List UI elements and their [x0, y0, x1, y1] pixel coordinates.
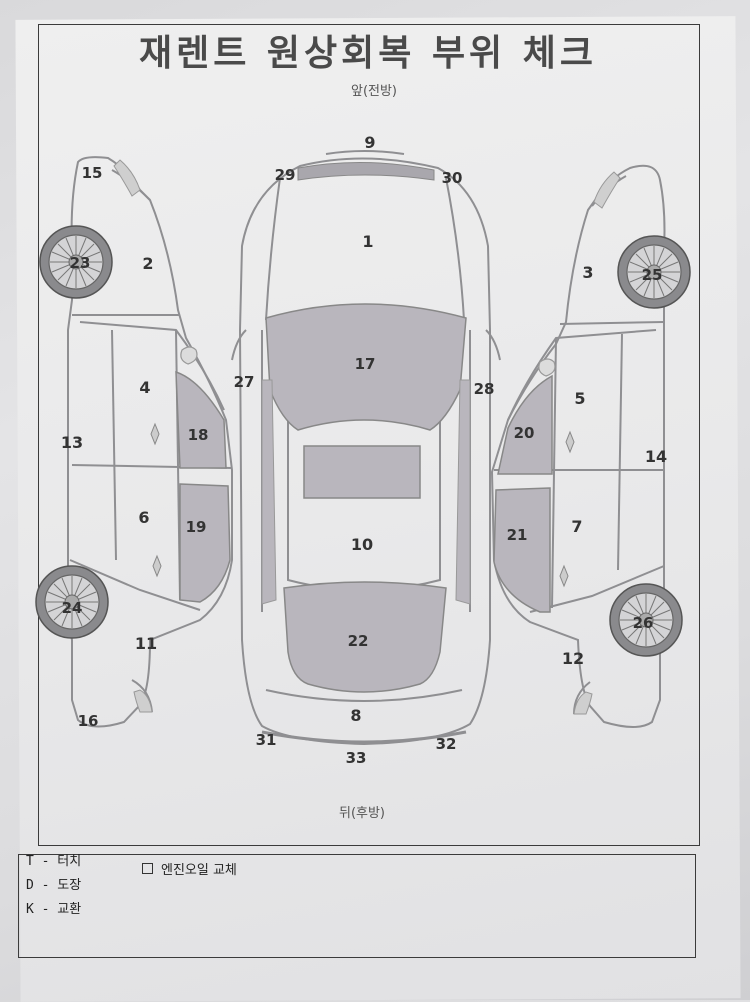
- left-taillight: [133, 689, 153, 713]
- left-front-door-handle: [150, 422, 160, 446]
- part-number: 5: [574, 389, 585, 408]
- legend-item: K - 교환: [26, 902, 82, 917]
- part-number: 18: [188, 426, 209, 444]
- diagram-frame: [38, 24, 700, 846]
- part-number: 3: [582, 263, 593, 282]
- legend-frame: [18, 854, 696, 958]
- right-mirror: [538, 358, 556, 377]
- part-number: 23: [70, 254, 91, 272]
- right-rear-window: [493, 487, 551, 613]
- part-number: 28: [474, 380, 495, 398]
- part-number: 22: [348, 632, 369, 650]
- engine-oil-checkbox-row[interactable]: 엔진오일 교체: [142, 859, 237, 878]
- part-number: 13: [61, 433, 83, 452]
- part-number: 17: [355, 355, 376, 373]
- part-number: 2: [142, 254, 153, 273]
- left-rear-window: [179, 483, 231, 603]
- part-number: 11: [135, 634, 157, 653]
- part-number: 26: [633, 614, 654, 632]
- part-number: 20: [514, 424, 535, 442]
- right-taillight: [573, 691, 593, 715]
- front-direction-label: 앞(전방): [350, 84, 398, 99]
- rear-bumper-line: [261, 730, 467, 744]
- part-number: 19: [186, 518, 207, 536]
- part-number: 4: [139, 378, 150, 397]
- engine-oil-checkbox-label: 엔진오일 교체: [161, 863, 237, 878]
- front-grille: [297, 162, 435, 181]
- right-headlight: [593, 171, 621, 209]
- rear-window: [283, 581, 447, 693]
- part-number: 9: [364, 133, 375, 152]
- top-right-side-glass: [455, 379, 471, 605]
- part-number: 32: [436, 735, 457, 753]
- page-title: 재렌트 원상회복 부위 체크: [139, 33, 597, 74]
- part-number: 16: [78, 712, 99, 730]
- front-bumper-line: [325, 150, 405, 155]
- legend-item: T - 터치: [26, 854, 82, 869]
- part-number: 33: [346, 749, 367, 767]
- part-number: 15: [82, 164, 103, 182]
- top-left-side-glass: [261, 379, 277, 605]
- part-number: 7: [571, 517, 582, 536]
- part-number: 10: [351, 535, 373, 554]
- engine-oil-checkbox[interactable]: [142, 863, 153, 874]
- part-number: 8: [350, 706, 361, 725]
- part-number: 29: [275, 166, 296, 184]
- part-number: 31: [256, 731, 277, 749]
- windshield: [265, 303, 467, 431]
- right-rear-door-handle: [559, 564, 569, 588]
- part-number: 14: [645, 447, 667, 466]
- part-number: 21: [507, 526, 528, 544]
- part-number: 27: [234, 373, 255, 391]
- sunroof: [303, 445, 421, 499]
- legend-item: D - 도장: [26, 878, 82, 893]
- left-headlight: [113, 159, 141, 197]
- left-rear-door-handle: [152, 554, 162, 578]
- legend-list: T - 터치 D - 도장 K - 교환: [26, 850, 81, 922]
- part-number: 6: [138, 508, 149, 527]
- part-number: 25: [642, 266, 663, 284]
- left-mirror: [180, 346, 198, 365]
- part-number: 24: [62, 599, 83, 617]
- part-number: 12: [562, 649, 584, 668]
- part-number: 1: [362, 232, 373, 251]
- rear-direction-label: 뒤(후방): [338, 806, 386, 821]
- right-front-window: [497, 374, 553, 475]
- part-number: 30: [442, 169, 463, 187]
- right-front-door-handle: [565, 430, 575, 454]
- left-front-window: [175, 370, 227, 469]
